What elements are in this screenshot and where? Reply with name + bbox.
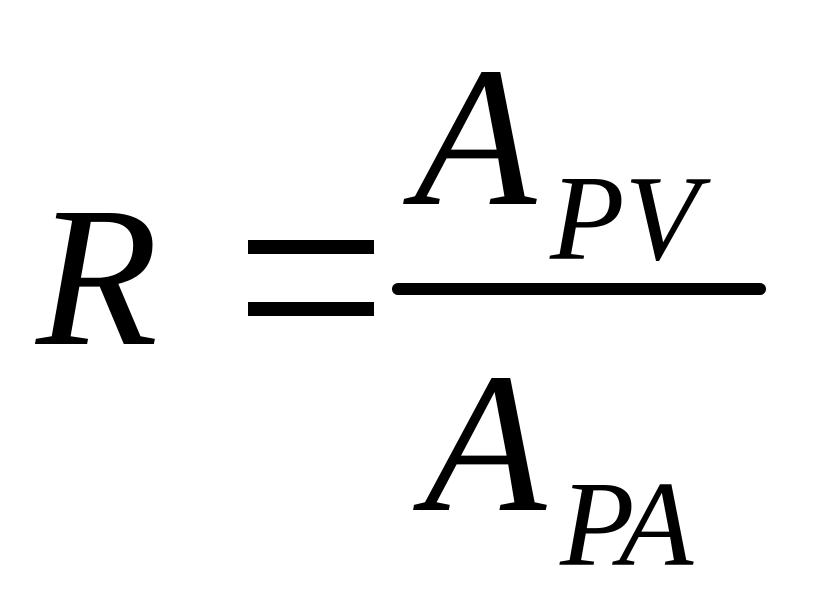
denominator-base: A xyxy=(424,333,547,554)
equals-sign-top-bar xyxy=(248,240,374,254)
equals-sign-bottom-bar xyxy=(248,302,374,316)
denominator-subscript: PA xyxy=(560,457,694,592)
numerator-subscript: PV xyxy=(550,151,700,286)
fraction-bar xyxy=(392,283,766,295)
numerator-base: A xyxy=(414,27,537,248)
lhs-variable: R xyxy=(36,167,159,388)
